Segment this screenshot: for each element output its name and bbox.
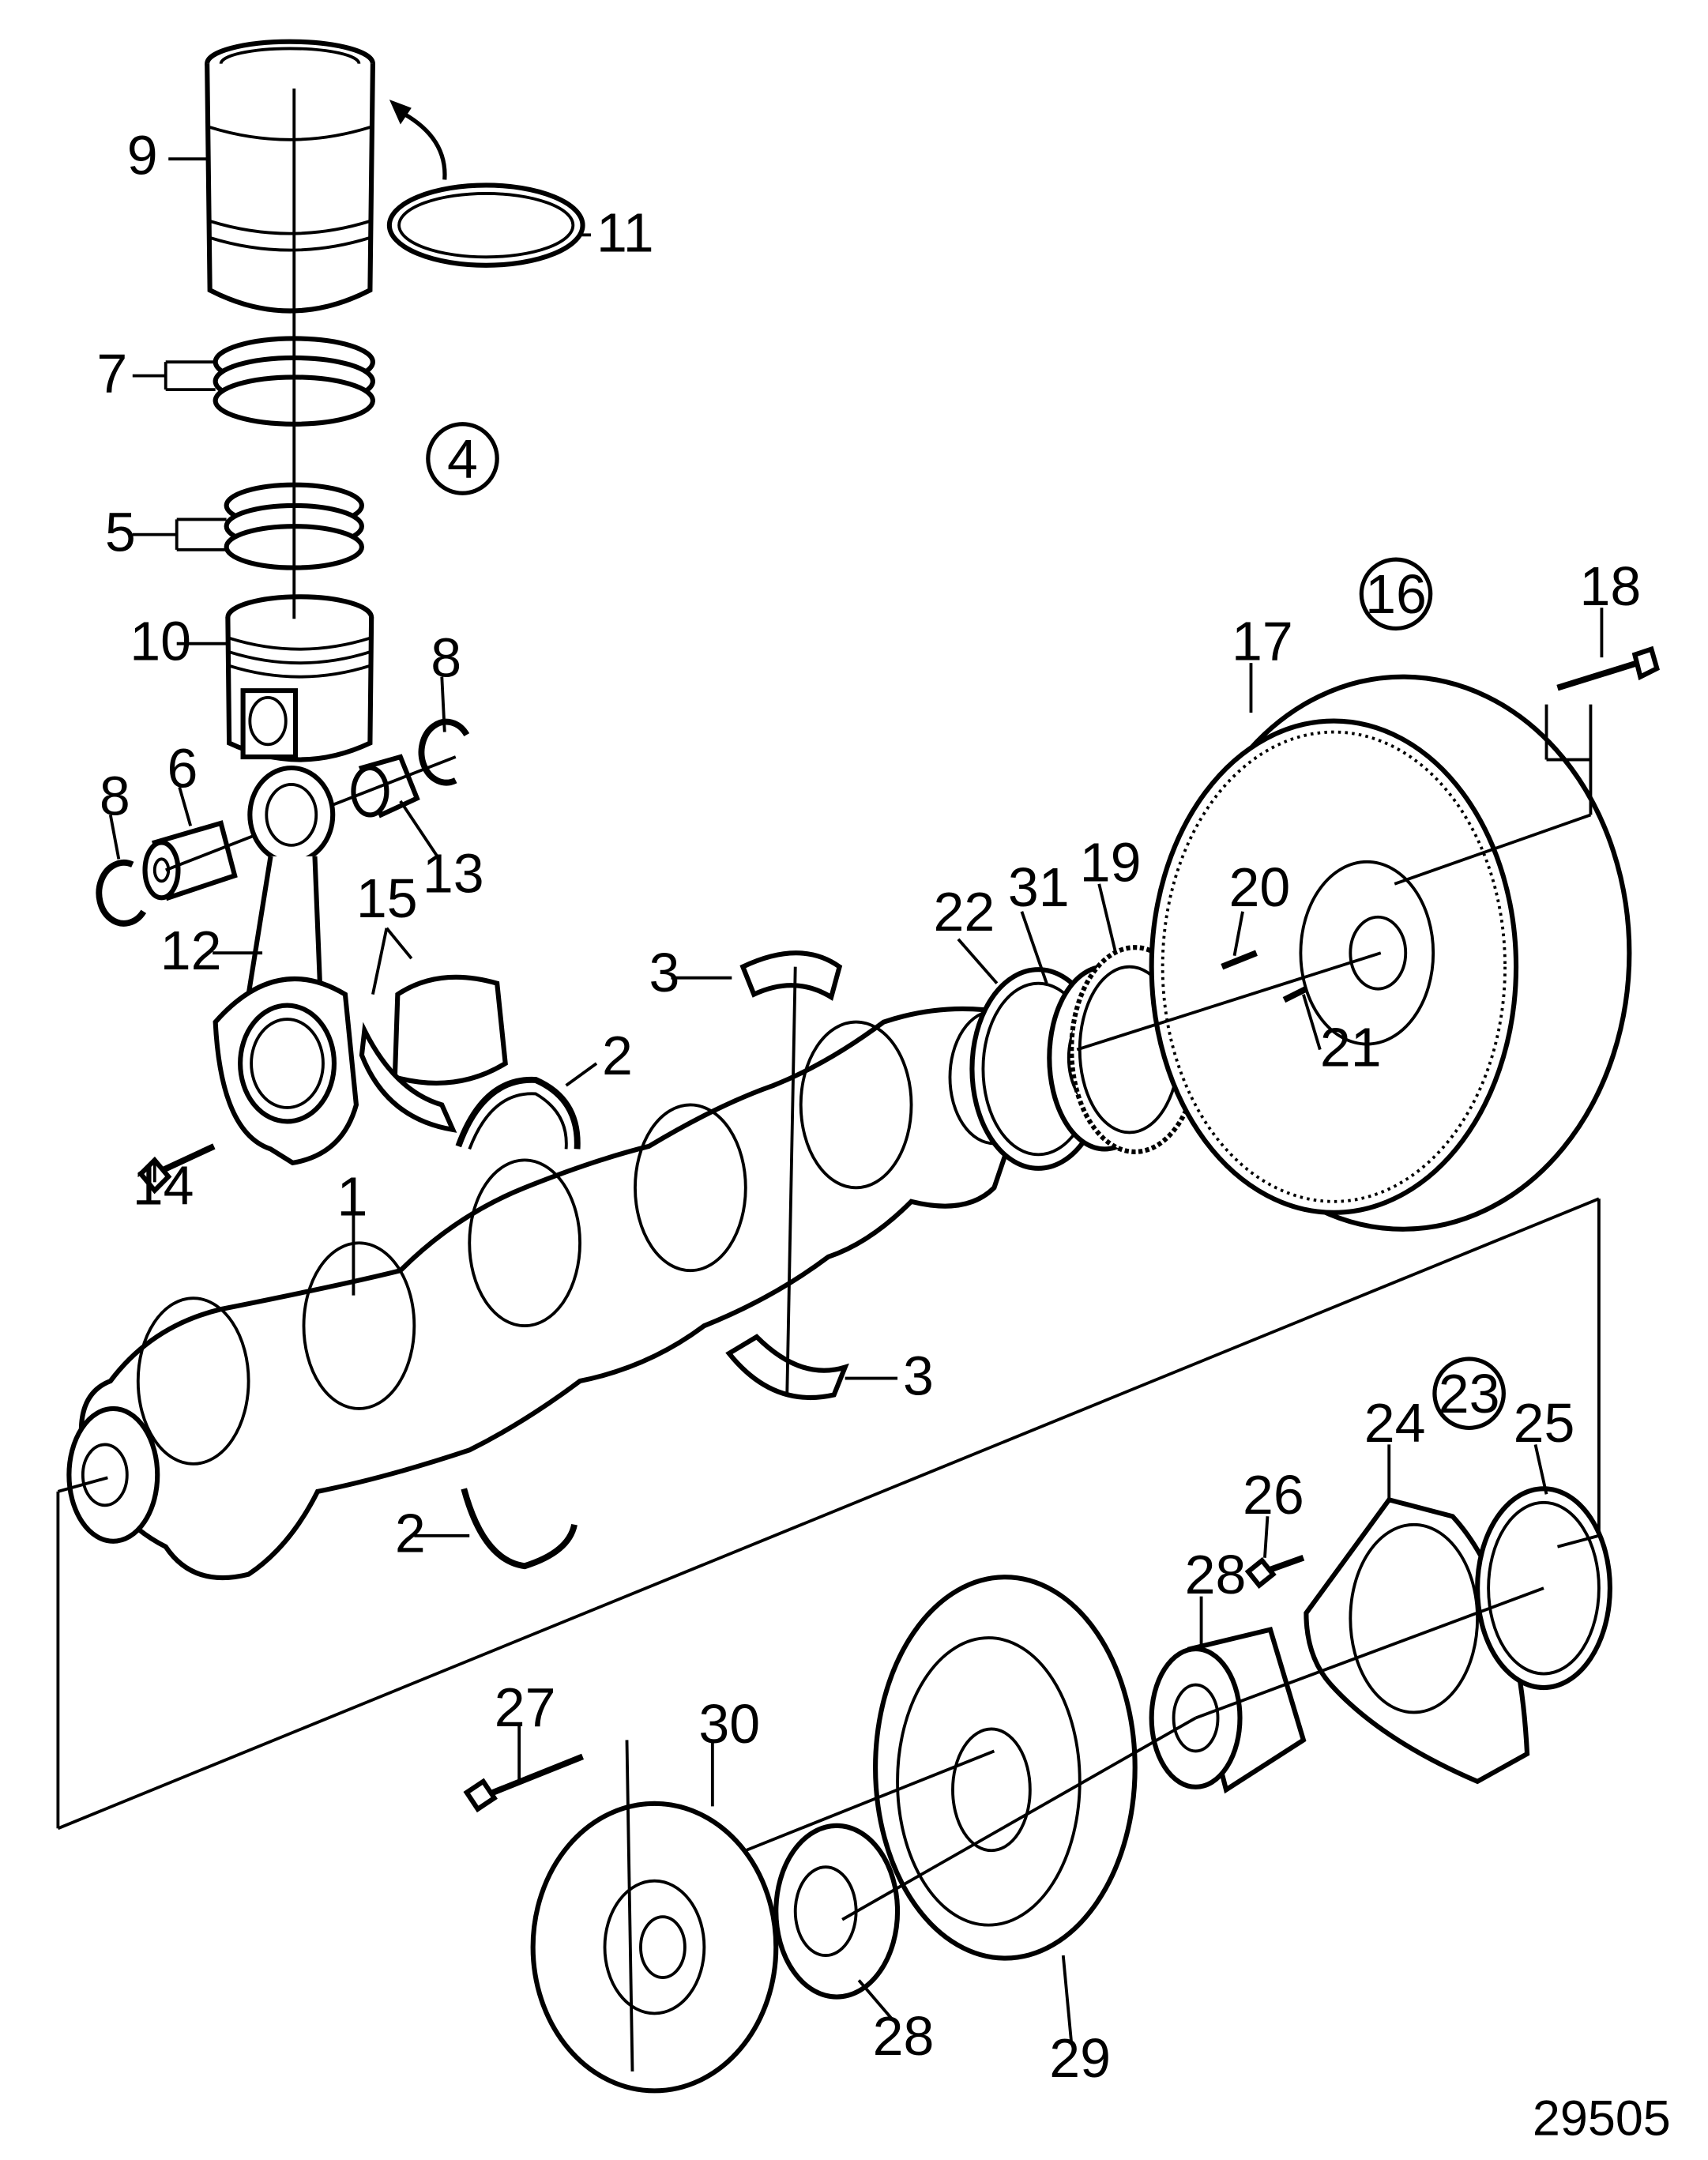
bolt-icon	[1556, 645, 1660, 691]
callout-24: 24	[1364, 1392, 1426, 1454]
cylinder-liner-icon	[205, 39, 375, 314]
figure-number: 29505	[1533, 2090, 1671, 2146]
callout-12: 12	[160, 920, 222, 981]
callout-2: 2	[602, 1025, 633, 1086]
callout-27: 27	[495, 1676, 556, 1738]
svg-text:23: 23	[1439, 1363, 1500, 1424]
callout-14: 14	[133, 1154, 194, 1216]
callout-28: 28	[1185, 1544, 1247, 1605]
assembly-lines	[56, 704, 1601, 2072]
callout-2: 2	[395, 1503, 426, 1564]
callout-22: 22	[933, 881, 995, 943]
piston-pin-icon	[142, 820, 238, 901]
callout-11: 11	[596, 201, 654, 263]
thrust-washer-icon	[461, 1488, 577, 1570]
callout-1: 1	[337, 1165, 367, 1227]
callout-17: 17	[1232, 611, 1293, 672]
svg-text:4: 4	[447, 428, 478, 490]
callout-9: 9	[127, 124, 158, 186]
callout-3: 3	[649, 942, 679, 1003]
callout-10: 10	[130, 611, 191, 672]
hub-icon	[1149, 1626, 1307, 1794]
callout-25: 25	[1514, 1392, 1575, 1454]
circled-ref-16: 16	[1359, 557, 1433, 631]
callout-8: 8	[100, 765, 130, 826]
thrust-washer-icon	[455, 1077, 581, 1150]
bolt-icon	[463, 1753, 585, 1813]
callout-labels: 1 2 2 3 3 5 6 7 8 8 9 10 11 12 13 14 15 …	[96, 124, 1641, 2088]
bushing-icon	[351, 754, 420, 818]
callout-7: 7	[96, 343, 127, 405]
callout-30: 30	[698, 1693, 760, 1755]
callout-13: 13	[423, 842, 484, 904]
callout-15: 15	[356, 867, 418, 929]
leader-lines	[108, 157, 1604, 2045]
piston-icon	[225, 594, 374, 762]
big-end-bearing-icon	[359, 974, 508, 1133]
bolt-icon	[1282, 986, 1308, 1003]
callout-5: 5	[105, 502, 136, 563]
crankshaft-icon	[66, 1006, 1053, 1581]
circled-ref-23: 23	[1432, 1357, 1506, 1431]
bolt-icon	[1221, 950, 1258, 970]
callout-6: 6	[167, 737, 198, 799]
bolt-icon	[1244, 1555, 1305, 1589]
callout-20: 20	[1229, 856, 1291, 918]
callout-8: 8	[431, 627, 461, 689]
callout-19: 19	[1080, 831, 1142, 893]
callout-31: 31	[1008, 856, 1070, 918]
seal-ring-icon	[386, 100, 585, 268]
vibration-damper-icon	[873, 1575, 1138, 1961]
circlip-icon	[96, 860, 147, 927]
hub-icon	[773, 1823, 901, 2000]
svg-text:16: 16	[1365, 563, 1427, 625]
circlip-icon	[418, 718, 470, 786]
circled-ref-4: 4	[426, 422, 499, 495]
callout-26: 26	[1243, 1464, 1304, 1526]
callout-3: 3	[903, 1345, 934, 1406]
pulley-icon	[530, 1801, 779, 2094]
connecting-rod-icon	[213, 765, 359, 1166]
main-bearing-icon	[739, 950, 843, 1001]
callout-21: 21	[1320, 1017, 1382, 1078]
callout-28: 28	[873, 2005, 935, 2067]
callout-29: 29	[1049, 2027, 1111, 2089]
callout-18: 18	[1579, 555, 1641, 617]
